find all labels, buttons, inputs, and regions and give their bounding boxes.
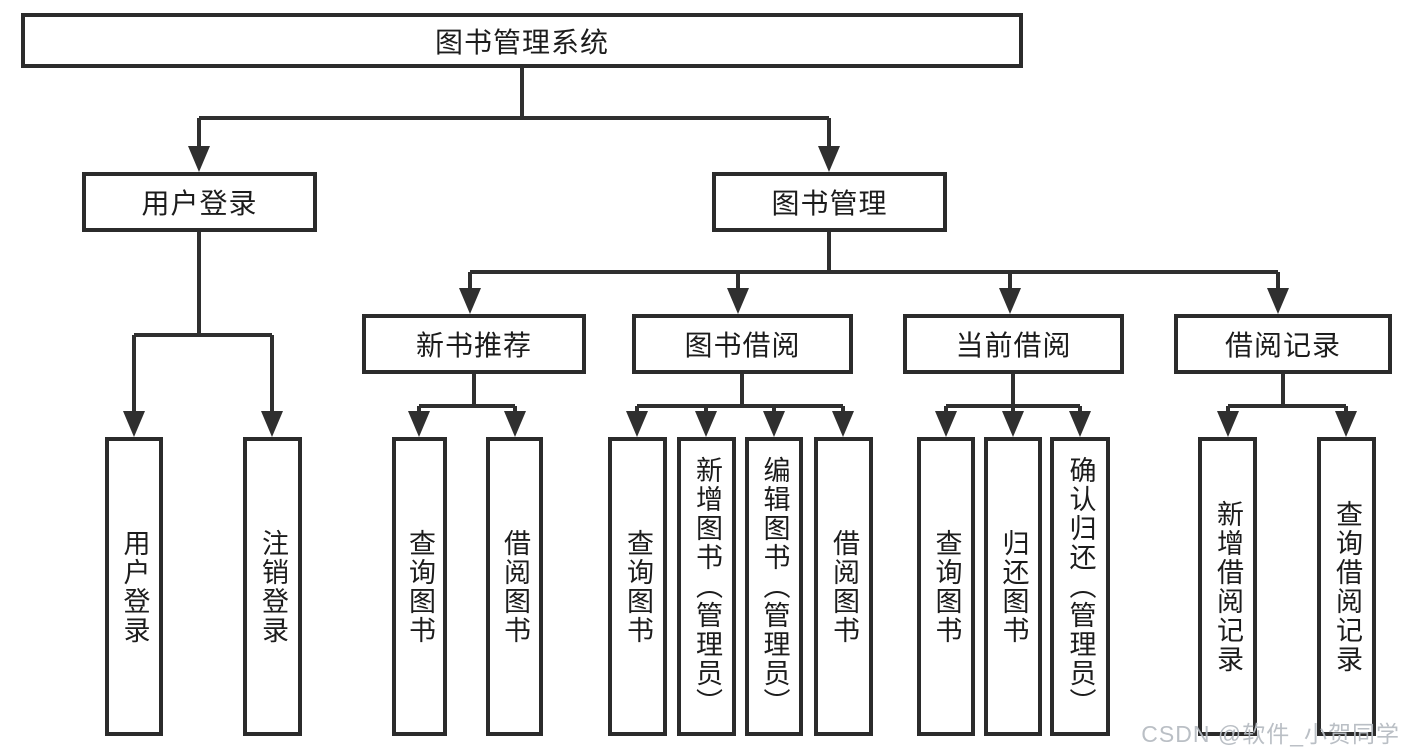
arrowhead-icon bbox=[999, 288, 1021, 314]
csdn-watermark: CSDN @软件_小贺同学 bbox=[1141, 721, 1400, 747]
node-borrow-records: 借阅记录 bbox=[1174, 314, 1392, 374]
leaf-borrow-books-2: 借阅图书 bbox=[814, 437, 873, 736]
arrowhead-icon bbox=[1069, 411, 1091, 437]
arrowhead-icon bbox=[1217, 411, 1239, 437]
connector-root-to-level2 bbox=[188, 68, 840, 172]
arrowhead-icon bbox=[763, 411, 785, 437]
leaf-query-books-1: 查询图书 bbox=[392, 437, 447, 736]
connector-current-borrow-group bbox=[935, 374, 1091, 437]
node-user-login: 用户登录 bbox=[82, 172, 317, 232]
leaf-logout: 注销登录 bbox=[243, 437, 302, 736]
arrowhead-icon bbox=[1335, 411, 1357, 437]
arrowhead-icon bbox=[504, 411, 526, 437]
node-new-book-recommend: 新书推荐 bbox=[362, 314, 586, 374]
arrowhead-icon bbox=[408, 411, 430, 437]
arrowhead-icon bbox=[1267, 288, 1289, 314]
arrowhead-icon bbox=[727, 288, 749, 314]
connector-book-management-to-level3 bbox=[459, 232, 1289, 314]
arrowhead-icon bbox=[818, 146, 840, 172]
leaf-add-books-admin: 新增图书（管理员） bbox=[677, 437, 736, 736]
node-book-borrow: 图书借阅 bbox=[632, 314, 853, 374]
arrowhead-icon bbox=[459, 288, 481, 314]
arrowhead-icon bbox=[123, 411, 145, 437]
arrowhead-icon bbox=[1002, 411, 1024, 437]
leaf-user-login: 用户登录 bbox=[105, 437, 163, 736]
leaf-add-borrow-record: 新增借阅记录 bbox=[1198, 437, 1257, 736]
leaf-borrow-books-1: 借阅图书 bbox=[486, 437, 543, 736]
arrowhead-icon bbox=[261, 411, 283, 437]
arrowhead-icon bbox=[695, 411, 717, 437]
leaf-return-books: 归还图书 bbox=[984, 437, 1042, 736]
leaf-query-books-3: 查询图书 bbox=[917, 437, 975, 736]
leaf-query-books-2: 查询图书 bbox=[608, 437, 667, 736]
connector-user-login-group bbox=[123, 232, 283, 437]
connector-borrow-records-group bbox=[1217, 374, 1357, 437]
connector-book-borrow-group bbox=[626, 374, 854, 437]
node-book-management: 图书管理 bbox=[712, 172, 947, 232]
connector-new-book-group bbox=[408, 374, 526, 437]
leaf-query-borrow-record: 查询借阅记录 bbox=[1317, 437, 1376, 736]
leaf-confirm-return-admin: 确认归还（管理员） bbox=[1050, 437, 1110, 736]
arrowhead-icon bbox=[935, 411, 957, 437]
arrowhead-icon bbox=[832, 411, 854, 437]
node-current-borrow: 当前借阅 bbox=[903, 314, 1124, 374]
leaf-edit-books-admin: 编辑图书（管理员） bbox=[745, 437, 803, 736]
arrowhead-icon bbox=[188, 146, 210, 172]
node-library-management-system: 图书管理系统 bbox=[21, 13, 1023, 68]
arrowhead-icon bbox=[626, 411, 648, 437]
